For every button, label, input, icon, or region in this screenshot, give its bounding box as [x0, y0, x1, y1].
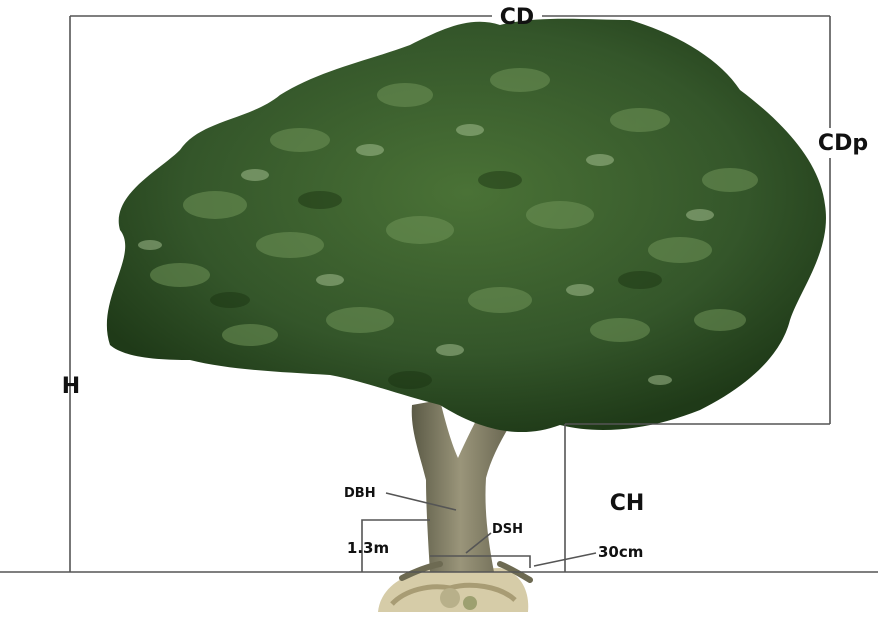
crown-diameter-label: CD [500, 5, 534, 30]
crown-depth-label: CDp [818, 131, 868, 156]
tree-crown [107, 19, 826, 432]
ground-mound [378, 568, 528, 612]
stump-height-label: 30cm [598, 543, 643, 561]
crown-height-label: CH [610, 491, 645, 516]
dsh-label: DSH [492, 522, 523, 537]
breast-height-label: 1.3m [347, 539, 389, 557]
dbh-label: DBH [344, 486, 376, 501]
height-label: H [62, 374, 80, 399]
